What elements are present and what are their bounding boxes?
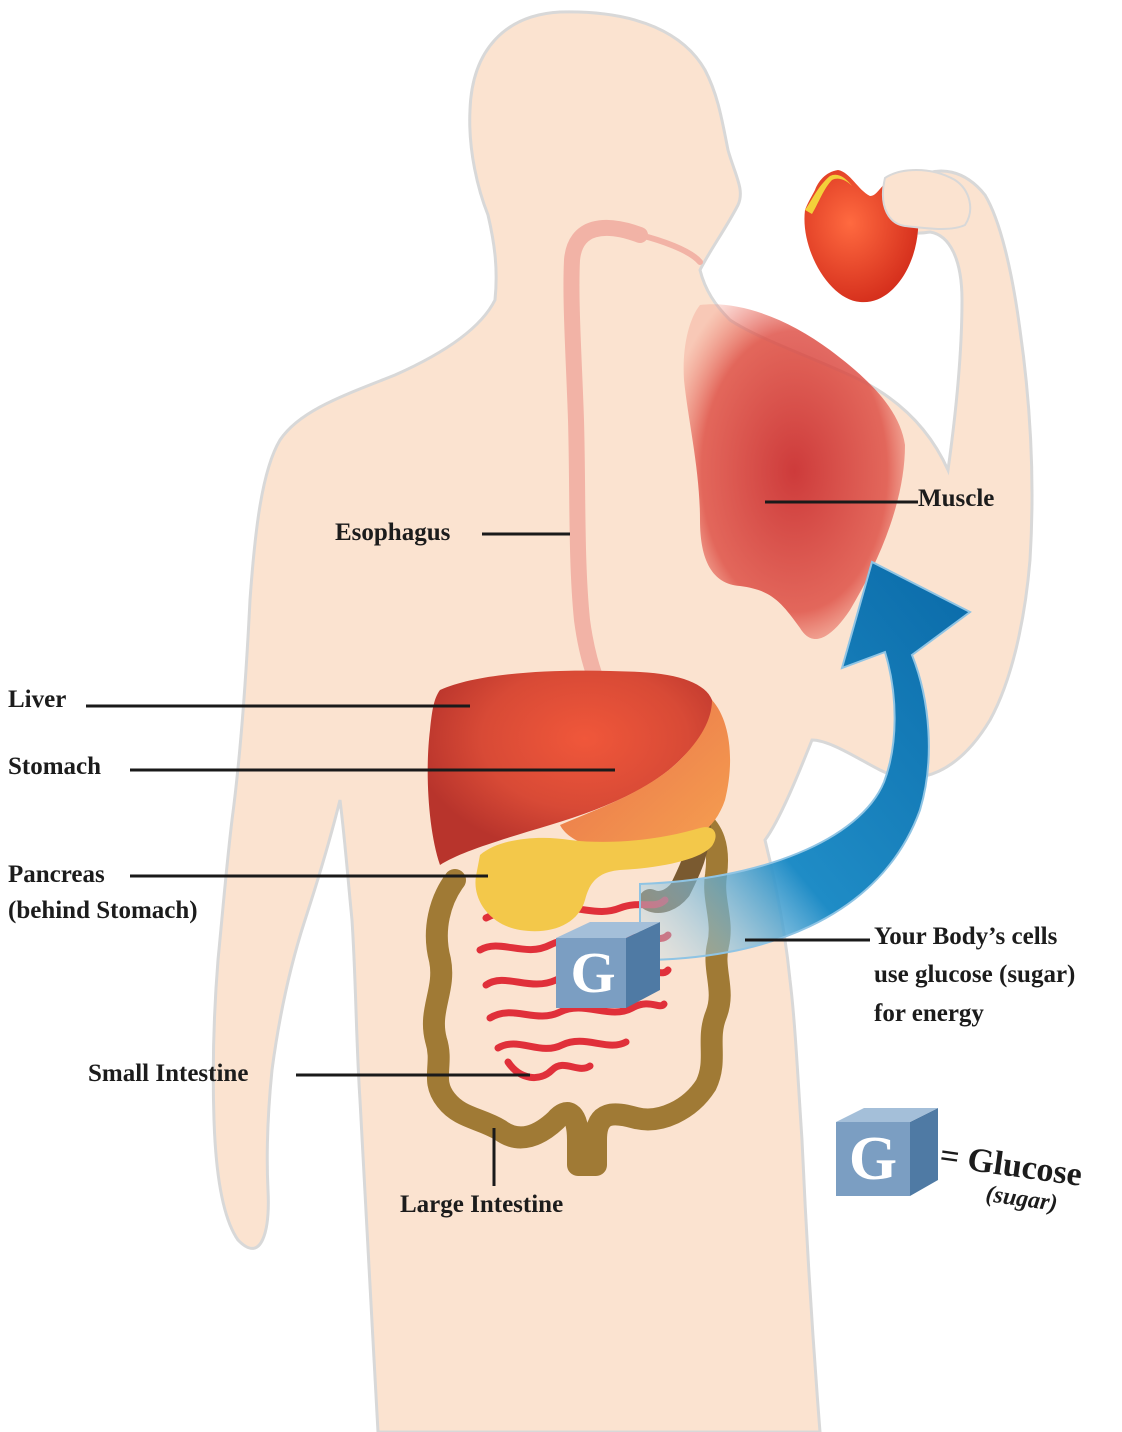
legend-cube-letter: G [836, 1122, 910, 1196]
label-muscle: Muscle [918, 484, 994, 514]
label-stomach: Stomach [8, 752, 101, 782]
glucose-cube-letter: G [558, 938, 628, 1008]
label-cells-line2: use glucose (sugar) [874, 960, 1075, 990]
label-liver: Liver [8, 685, 66, 715]
label-small-intestine: Small Intestine [88, 1059, 248, 1089]
label-esophagus: Esophagus [335, 518, 450, 548]
label-pancreas: Pancreas [8, 860, 105, 890]
label-cells-line1: Your Body’s cells [874, 922, 1057, 952]
label-cells-line3: for energy [874, 999, 984, 1029]
label-pancreas-note: (behind Stomach) [8, 896, 198, 926]
label-large-intestine: Large Intestine [400, 1190, 563, 1220]
